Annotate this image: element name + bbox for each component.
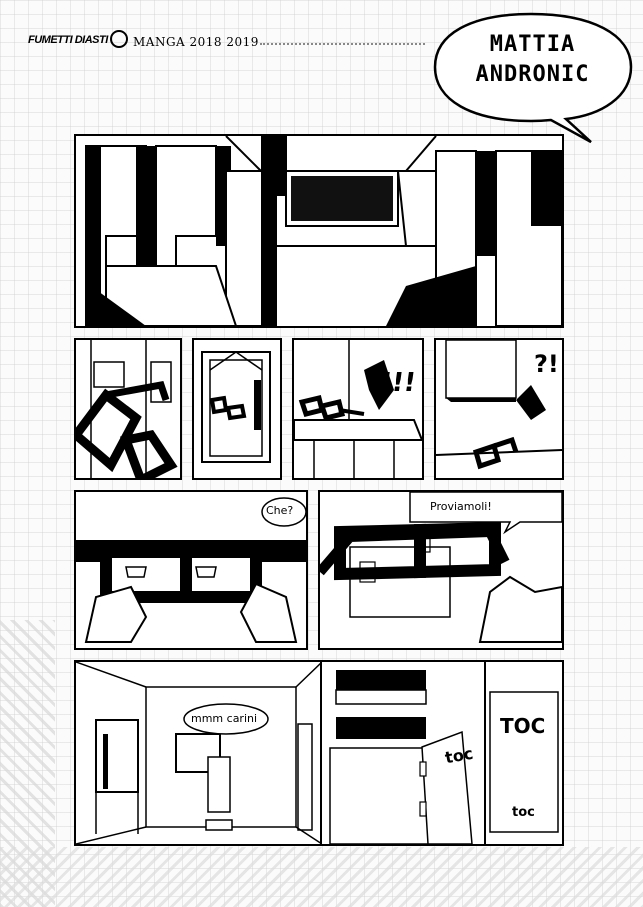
window-drawing xyxy=(201,351,271,463)
panel-7-try-glasses: Proviamoli! xyxy=(318,490,564,650)
corridor-drawing xyxy=(85,136,562,326)
knock-drawing xyxy=(489,691,559,833)
panel-5-floor: ?! xyxy=(434,338,564,480)
panel-10-knock: TOC toc xyxy=(484,660,564,846)
logo-ring-icon xyxy=(109,30,128,48)
door-drawing xyxy=(329,670,473,844)
panel-9-door: toc xyxy=(320,660,488,846)
series-title: MANGA 2018 2019 xyxy=(133,35,259,49)
author-last-name: ANDRONIC xyxy=(475,62,590,87)
panel-1-corridor xyxy=(74,134,564,328)
panel-8-room: mmm carini xyxy=(74,660,324,846)
author-first-name: MATTIA xyxy=(489,32,576,57)
panel-11-knock-small-sfx: toc xyxy=(512,805,535,820)
panel-3-window xyxy=(192,338,282,480)
room-drawing xyxy=(76,662,322,844)
author-speech-bubble xyxy=(433,12,633,144)
panel-8-speech-text: mmm carini xyxy=(191,712,258,725)
floor-drawing xyxy=(436,340,562,470)
panel-2-glasses xyxy=(74,338,182,480)
panel-6-speech-text: Che? xyxy=(266,504,294,517)
glasses-drawing xyxy=(76,340,178,478)
logo-text: FUMETTI DIASTI xyxy=(28,33,108,46)
try-glasses-drawing xyxy=(320,492,562,643)
panel-11-knock-large-sfx: TOC xyxy=(500,714,546,738)
hands-glasses-drawing xyxy=(76,497,306,643)
panel-4-shelf: !!! xyxy=(292,338,424,480)
panel-6-hands: Che? xyxy=(74,490,308,650)
decorative-hatch-bottom xyxy=(0,847,643,907)
panel-4-question-sfx: ?! xyxy=(534,350,559,378)
publisher-logo: FUMETTI DIASTI xyxy=(28,30,128,48)
logo-wordmark: FUMETTI DIASTI xyxy=(28,33,108,46)
panel-7-speech-text: Proviamoli! xyxy=(430,500,492,513)
panel-3-exclamation-sfx: !!! xyxy=(377,368,418,398)
author-name: MATTIA ANDRONIC xyxy=(455,30,610,90)
header-dotted-rule xyxy=(260,43,425,45)
shelf-drawing xyxy=(294,340,422,478)
